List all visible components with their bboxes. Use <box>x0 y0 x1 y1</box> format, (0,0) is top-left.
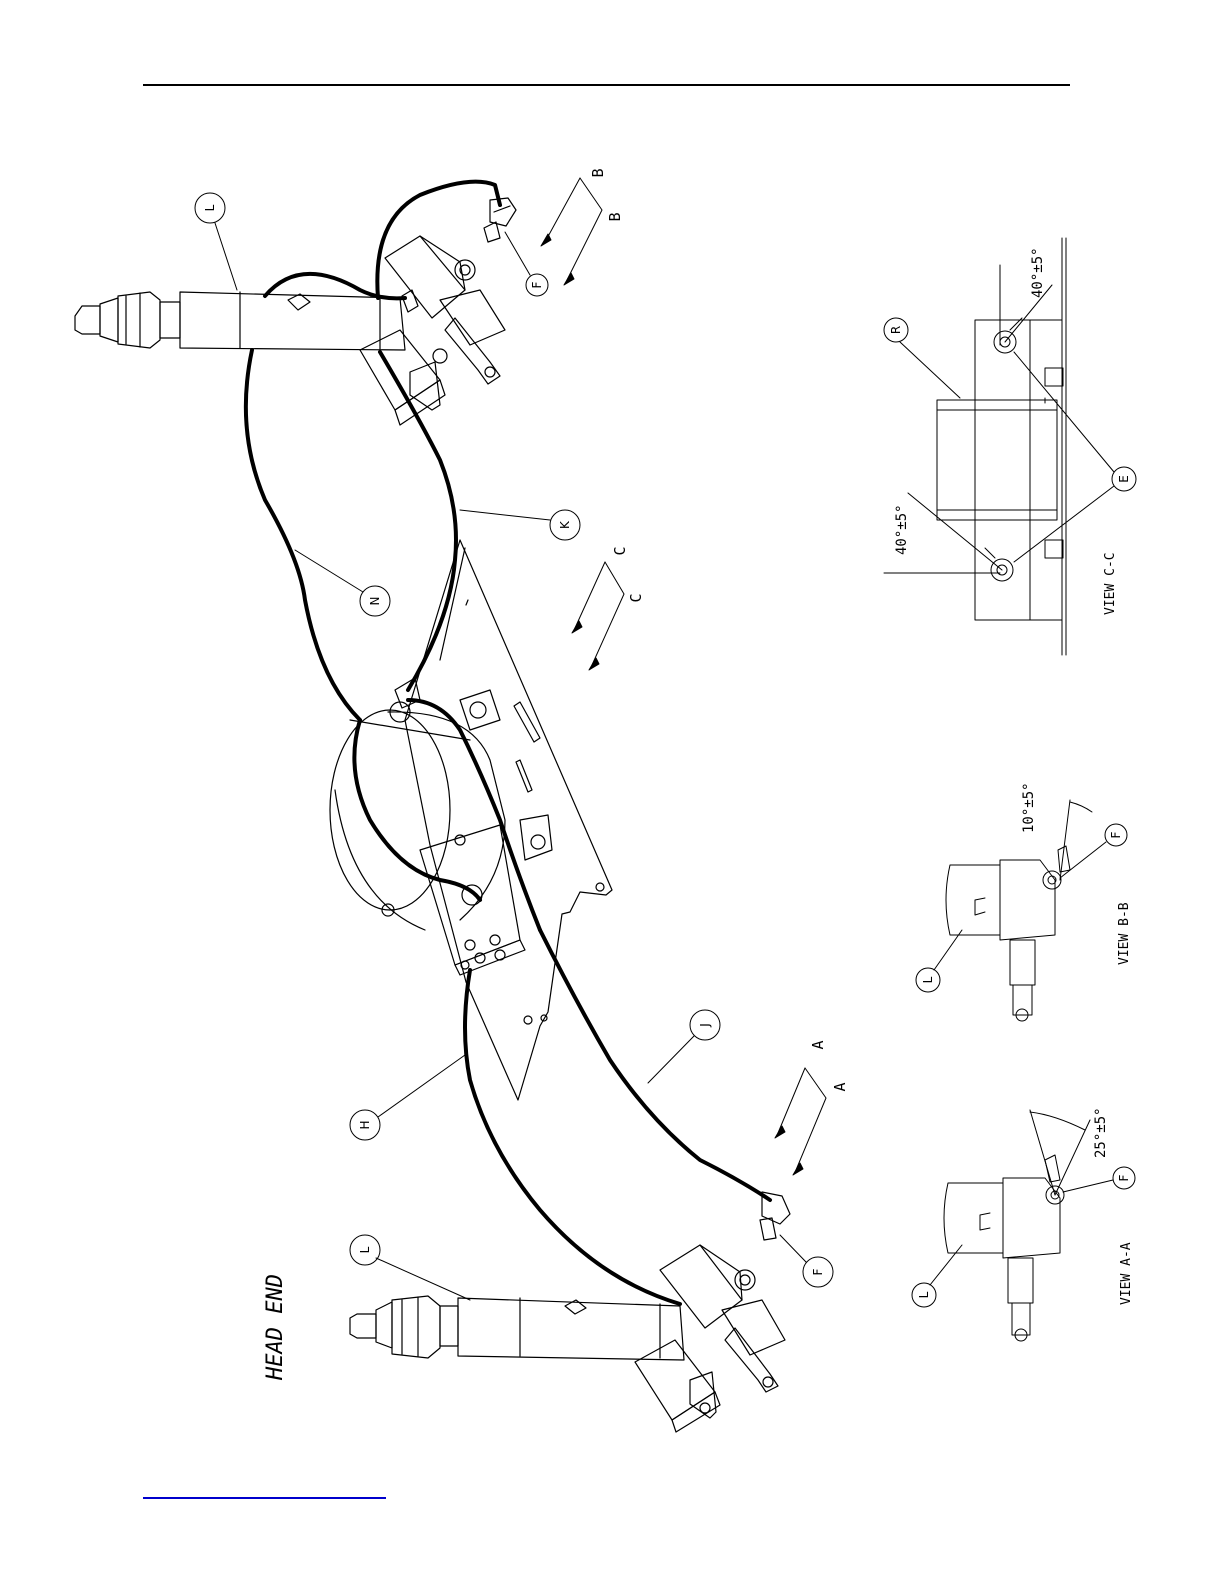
bottom-mount-bracket <box>635 1245 785 1432</box>
head-end-label: HEAD END <box>263 1274 288 1381</box>
callout-N: N <box>368 597 382 606</box>
callout-H: H <box>358 1120 372 1129</box>
dimension-texts: 40°±5° 40°±5° 10°±5° 25°±5° <box>894 247 1109 1158</box>
bottom-cylinder <box>350 1296 684 1360</box>
callout-F-viewB: F <box>1109 831 1123 838</box>
callout-R: R <box>889 326 903 334</box>
section-B-top: B <box>589 168 607 177</box>
section-A-bottom: A <box>831 1082 849 1091</box>
section-A-top: A <box>809 1040 827 1049</box>
callout-L-bottom: L <box>358 1246 372 1253</box>
dim-cc-upper: 40°±5° <box>1030 247 1046 298</box>
fitting-bottom <box>760 1192 790 1240</box>
dim-bb: 10°±5° <box>1021 782 1037 833</box>
callout-L-viewB: L <box>921 976 935 983</box>
section-letters: B B C C A A <box>589 168 849 1091</box>
main-callouts <box>195 193 833 1300</box>
dim-cc-lower: 40°±5° <box>894 504 910 555</box>
callout-F-top: F <box>530 281 544 288</box>
callout-letters: L F K N H J F L R E F L F L <box>203 204 1131 1298</box>
callout-K: K <box>558 520 572 529</box>
view-aa-label: VIEW A-A <box>1119 1242 1134 1305</box>
section-C-bottom: C <box>627 593 645 602</box>
section-B-bottom: B <box>606 212 624 221</box>
view-cc-label: VIEW C-C <box>1103 552 1118 615</box>
pump-body <box>330 678 552 975</box>
callout-J: J <box>698 1023 712 1028</box>
callout-L-top: L <box>203 204 217 211</box>
section-marks <box>541 178 826 1175</box>
top-mount-bracket <box>360 236 505 425</box>
callout-E: E <box>1117 475 1131 483</box>
view-bb-label: VIEW B-B <box>1117 902 1132 965</box>
hoses <box>246 182 770 1304</box>
callout-F-bottom: F <box>811 1268 825 1275</box>
section-C-top: C <box>611 546 629 555</box>
dim-aa: 25°±5° <box>1093 1107 1109 1158</box>
view-cc <box>884 238 1136 655</box>
top-cylinder <box>75 292 405 350</box>
callout-F-viewA: F <box>1117 1174 1131 1181</box>
callout-L-viewA: L <box>917 1291 931 1298</box>
